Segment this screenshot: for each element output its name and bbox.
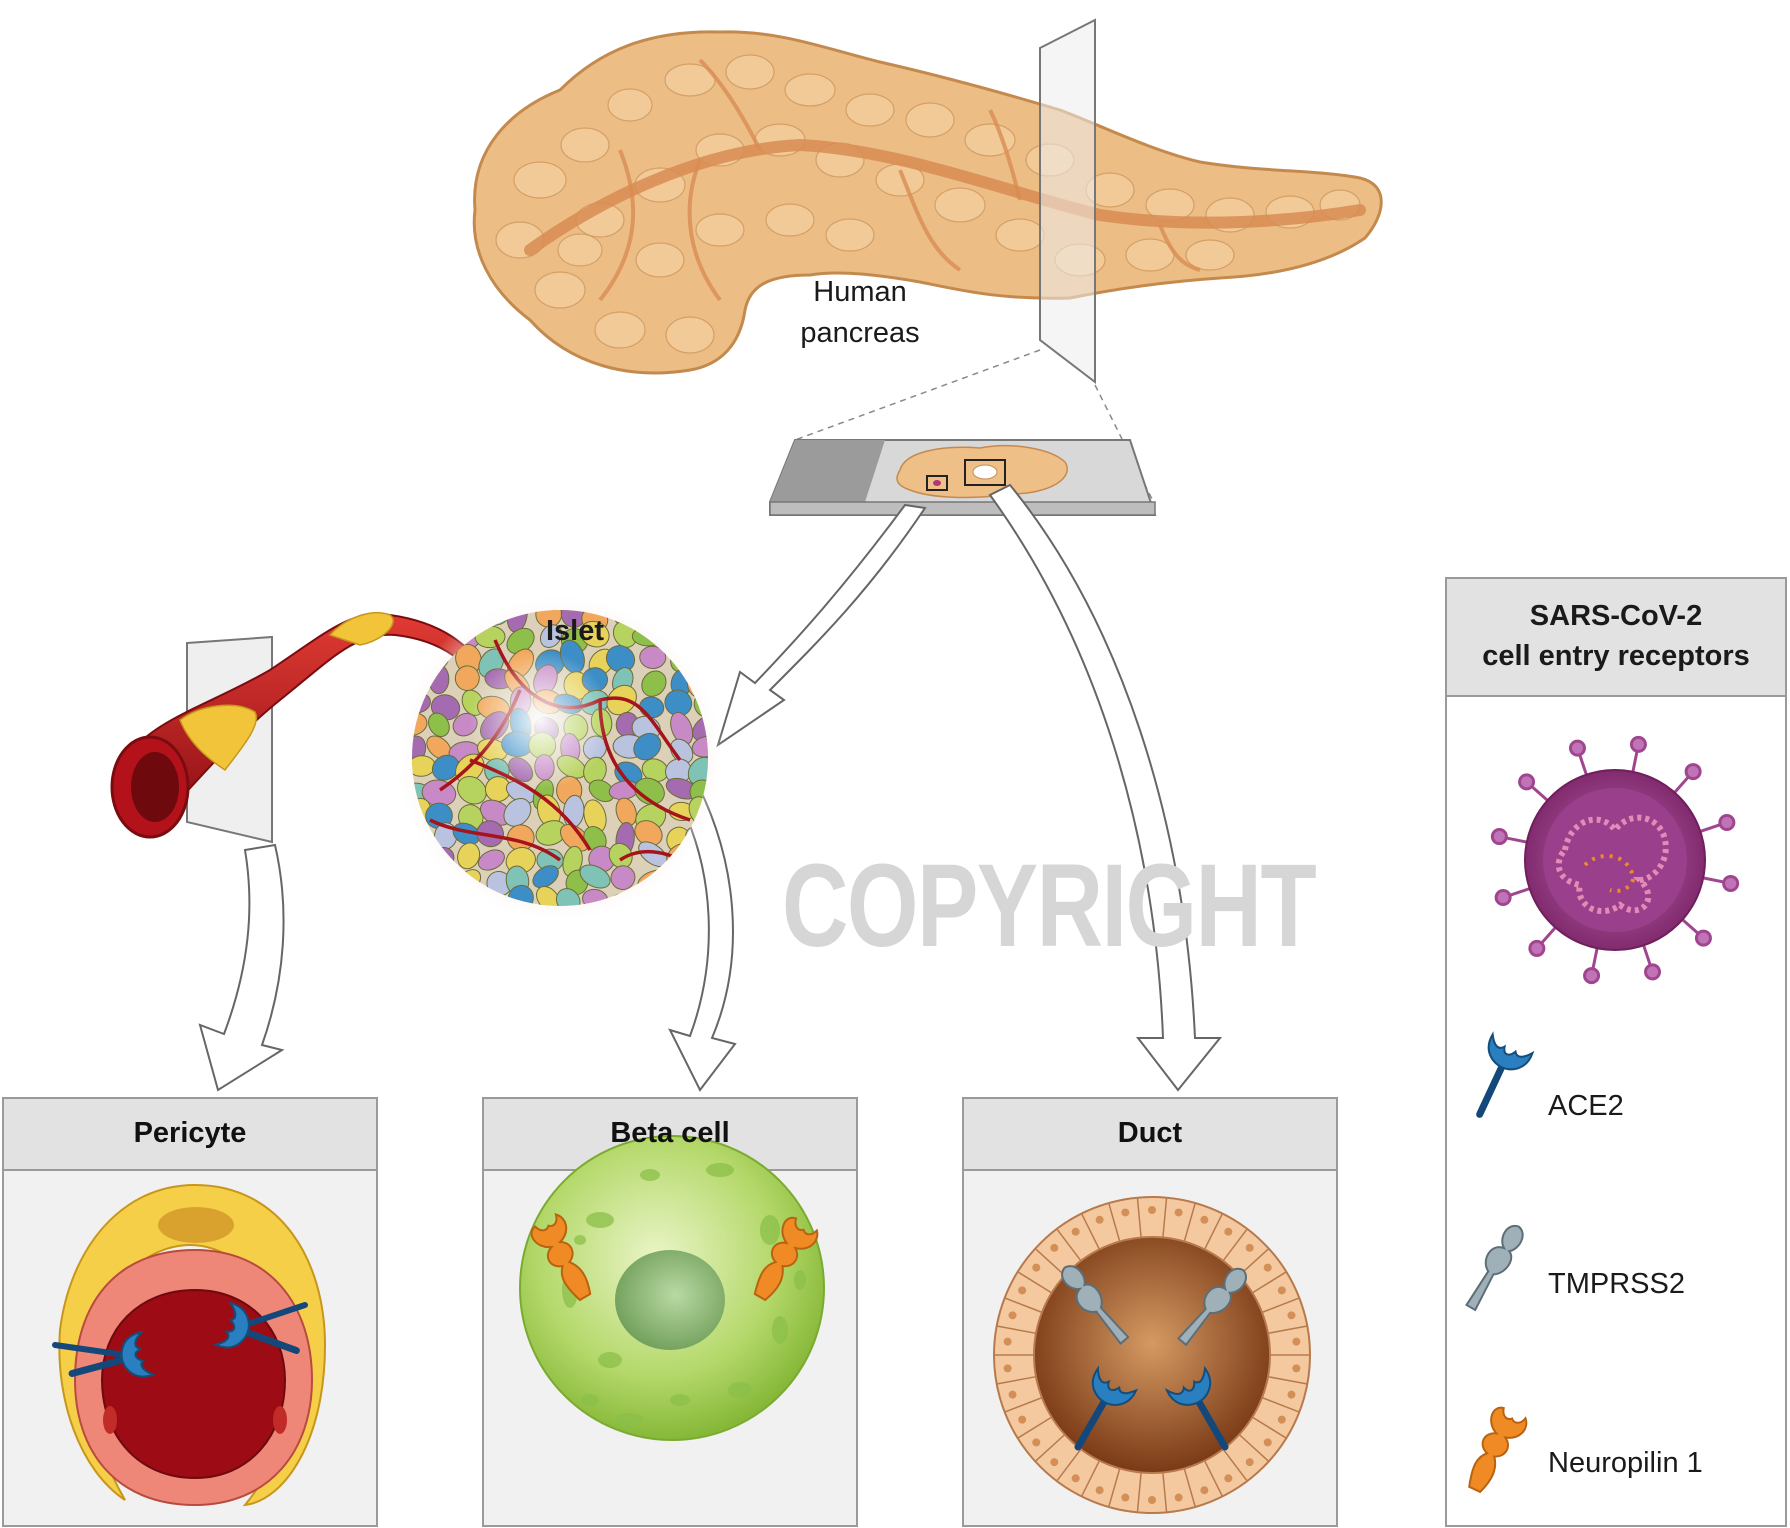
- neuropilin-receptor-icon: [530, 1213, 592, 1302]
- ace2-receptor-icon: [1164, 1365, 1229, 1451]
- islet-illustration: [394, 592, 726, 924]
- sars-cov-2-virus-illustration: [1490, 735, 1740, 985]
- beta-cell-illustration: [519, 1135, 825, 1441]
- tmprss2-receptor-icon: [1465, 1224, 1524, 1312]
- ace2-receptor-icon: [1476, 1031, 1535, 1118]
- panel-title-pericyte: Pericyte: [133, 1117, 247, 1149]
- panel-title-duct: Duct: [1117, 1117, 1183, 1149]
- pancreas-label: Human pancreas: [770, 272, 950, 354]
- legend-title-line-2: cell entry receptors: [1482, 640, 1750, 672]
- legend-title-line-1: SARS-CoV-2: [1529, 600, 1703, 632]
- copyright-watermark: COPYRIGHT: [782, 840, 1317, 972]
- ace2-receptor-icon: [212, 1301, 300, 1355]
- process-arrows: [198, 483, 1223, 1092]
- microscope-slide: [769, 439, 1157, 516]
- pancreas-label-line-1: Human: [813, 276, 907, 308]
- legend-label-neuropilin-1: Neuropilin 1: [1548, 1447, 1703, 1479]
- pancreas-label-line-2: pancreas: [800, 317, 920, 349]
- tmprss2-receptor-icon: [1061, 1265, 1130, 1345]
- panel-title-beta-cell: Beta cell: [610, 1117, 730, 1149]
- legend-title: SARS-CoV-2 cell entry receptors: [1446, 596, 1786, 676]
- neuropilin-receptor-icon: [1468, 1406, 1528, 1494]
- tmprss2-receptor-icon: [1176, 1267, 1247, 1347]
- neuropilin-receptor-icon: [753, 1216, 819, 1302]
- blood-vessel-illustration: [110, 611, 502, 844]
- ace2-receptor-icon: [68, 1330, 156, 1378]
- legend-label-ace2: ACE2: [1548, 1090, 1624, 1122]
- legend-label-tmprss2: TMPRSS2: [1548, 1268, 1685, 1300]
- islet-label: Islet: [545, 615, 605, 647]
- duct-illustration: [993, 1196, 1311, 1514]
- pancreas-illustration: [472, 18, 1383, 385]
- ace2-receptor-icon: [1074, 1365, 1138, 1451]
